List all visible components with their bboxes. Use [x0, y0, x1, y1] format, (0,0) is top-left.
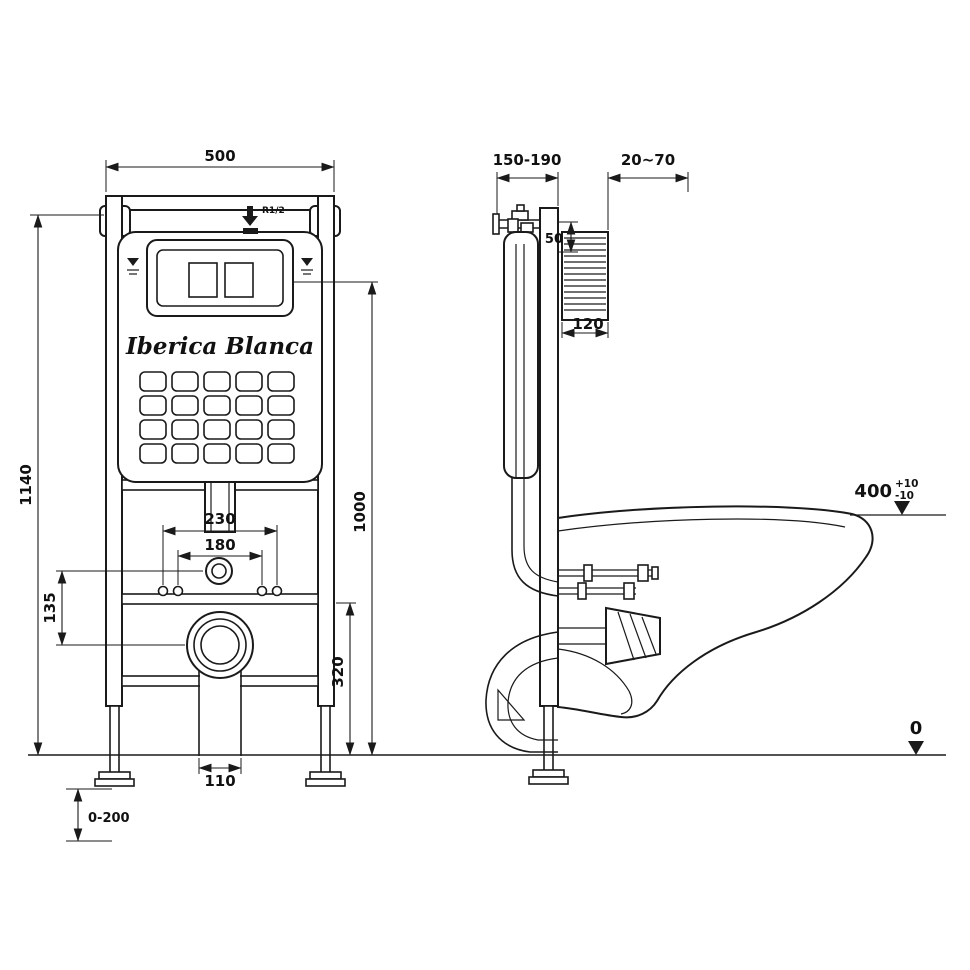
tank-grid-cell — [235, 419, 263, 440]
bowl-trap-line — [557, 648, 633, 715]
foot-plate-side-base — [528, 776, 569, 785]
tank-grid-cell — [203, 419, 231, 440]
floor-level-marker-icon — [908, 741, 924, 755]
leg-left — [109, 705, 120, 775]
dim-rim-tol-plus: +10 — [895, 478, 918, 490]
fixing-hole — [172, 585, 184, 597]
flush-pipe-side — [511, 478, 559, 597]
tank-grid-cell — [203, 395, 231, 416]
drain-outlet-inner — [200, 625, 240, 665]
tank-grid-cell — [235, 371, 263, 392]
water-inlet-port — [243, 228, 258, 234]
dim-outlet-width: 110 — [204, 772, 235, 790]
water-inlet-inner — [211, 563, 227, 579]
plate-shaft-hatch — [564, 237, 606, 311]
dim-frame-depth: 150-190 — [493, 151, 562, 169]
water-inlet-arrow-icon — [242, 206, 258, 226]
tank-grid-cell — [139, 443, 167, 464]
toilet-bowl-profile — [557, 505, 874, 719]
mounting-rods — [558, 564, 659, 600]
tank-grid-cell — [171, 419, 199, 440]
flush-pipe — [204, 481, 236, 533]
dim-pipe-span: 230 — [204, 510, 235, 528]
tank-grid-cell — [139, 419, 167, 440]
tank-grid-cell — [171, 395, 199, 416]
brand-logo: Iberica Blanca — [125, 333, 314, 360]
level-mark-left-icon — [127, 258, 139, 275]
tank-grid-cell — [235, 395, 263, 416]
front-view: R1/2 Iberica Blanca — [94, 195, 346, 787]
dim-foot-adjustment: 0-200 — [88, 811, 130, 826]
side-view — [485, 204, 874, 785]
leg-right — [320, 705, 331, 775]
tank-grid — [139, 371, 295, 464]
dim-width: 500 — [204, 147, 235, 165]
cross-member-middle — [121, 593, 319, 605]
outlet-connector — [558, 606, 661, 666]
tank-grid-cell — [235, 443, 263, 464]
dim-wall-finish: 20~70 — [621, 151, 675, 169]
tank-grid-cell — [139, 371, 167, 392]
leg-side — [543, 705, 554, 773]
tank-grid-cell — [171, 371, 199, 392]
front-dimensions: 500 1140 230 180 135 1000 320 110 — [17, 147, 378, 842]
cistern-side — [503, 218, 539, 479]
flush-button-right — [224, 262, 254, 298]
tank-grid-cell — [267, 395, 295, 416]
tank-grid-cell — [171, 443, 199, 464]
foot-plate-left-top — [98, 771, 131, 780]
tank-grid-cell — [267, 419, 295, 440]
fixing-hole — [157, 585, 169, 597]
fixing-hole — [271, 585, 283, 597]
dim-outlet-height: 320 — [329, 656, 347, 687]
fixing-hole — [256, 585, 268, 597]
foot-plate-left-base — [94, 778, 135, 787]
frame-post-side — [539, 207, 559, 707]
drain-elbow — [485, 631, 559, 753]
dim-top-clearance: 50 — [545, 232, 563, 247]
foot-plate-side-top — [532, 769, 565, 778]
dim-overall-height: 1140 — [17, 464, 35, 506]
tank-grid-cell — [139, 395, 167, 416]
flush-button-left — [188, 262, 218, 298]
foot-plate-right-base — [305, 778, 346, 787]
flush-plate-inner — [156, 249, 284, 307]
dim-plate-height: 1000 — [351, 491, 369, 533]
dim-shaft-depth: 120 — [572, 315, 603, 333]
dim-floor-level: 0 — [910, 718, 923, 739]
dim-rim-height: 400 — [854, 481, 892, 502]
frame-top-bar — [105, 195, 335, 211]
dim-inlet-drop: 135 — [41, 592, 59, 623]
bowl-rim-line — [557, 518, 846, 532]
level-mark-right-icon — [301, 258, 313, 275]
tank-grid-cell — [267, 443, 295, 464]
rim-level-marker-icon — [894, 501, 910, 515]
inlet-thread-label: R1/2 — [262, 206, 285, 216]
foot-plate-right-top — [309, 771, 342, 780]
plate-shaft — [561, 231, 609, 321]
tank-grid-cell — [203, 371, 231, 392]
tank-grid-cell — [267, 371, 295, 392]
tank-grid-cell — [203, 443, 231, 464]
dim-fixing-span: 180 — [204, 536, 235, 554]
side-dimensions: 150-190 20~70 50 120 400 +10 -10 0 — [493, 151, 946, 755]
dim-rim-tol-minus: -10 — [895, 490, 914, 502]
